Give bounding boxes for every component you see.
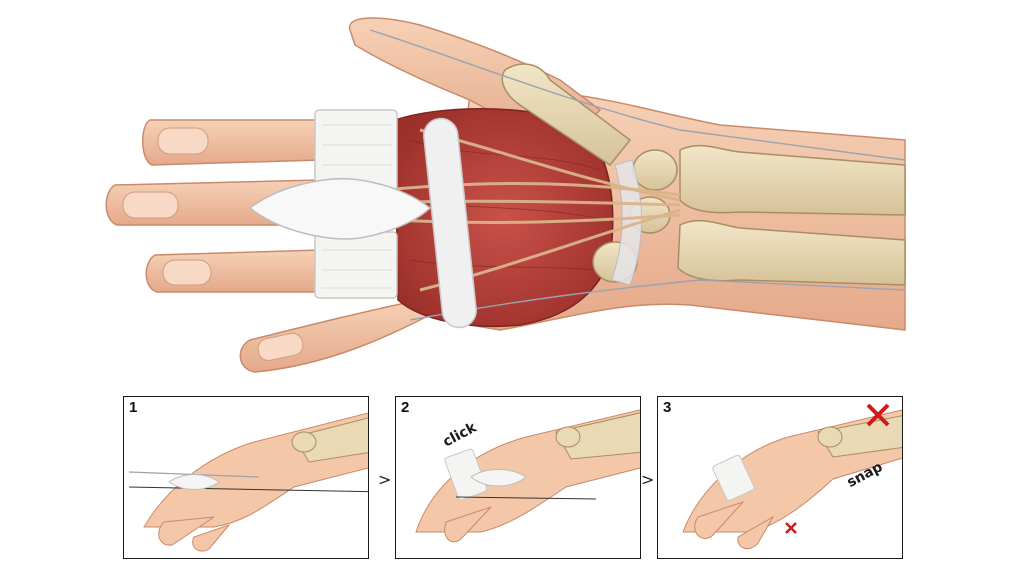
next-step-arrow: > xyxy=(641,470,655,489)
ring-nail xyxy=(162,259,212,286)
carpal-bone-1 xyxy=(632,149,678,191)
step-1-illustration xyxy=(128,412,368,552)
radius-bone xyxy=(679,144,906,216)
little-nail xyxy=(257,332,304,361)
step-number: 2 xyxy=(401,399,410,416)
index-nail xyxy=(157,127,209,155)
step-number: 3 xyxy=(663,399,672,416)
error-mark-small xyxy=(785,522,797,534)
step-panel-3: 3 snap xyxy=(657,396,903,559)
error-mark-large xyxy=(866,403,890,427)
thumb-metacarpal xyxy=(501,63,632,167)
ulna-bone xyxy=(677,219,906,286)
next-step-arrow: > xyxy=(378,470,392,489)
step-panel-2: 2 click xyxy=(395,396,641,559)
little-finger xyxy=(239,299,432,373)
step-3-illustration xyxy=(682,403,902,550)
middle-nail xyxy=(122,191,179,219)
step-2-illustration xyxy=(415,409,640,543)
upper-finger-bandage xyxy=(314,109,398,191)
splint-strip xyxy=(423,117,477,329)
gauze-pad xyxy=(248,177,432,240)
step-number: 1 xyxy=(129,399,138,416)
hand-anatomy-illustration xyxy=(105,17,906,373)
step-panel-1: 1 xyxy=(123,396,369,559)
